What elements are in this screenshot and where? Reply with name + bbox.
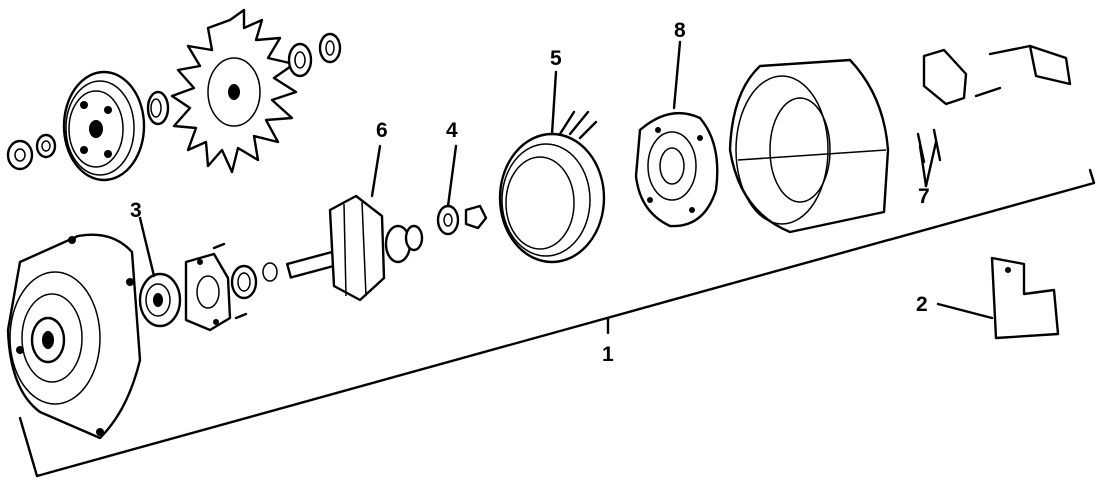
pulley-nut [6, 133, 57, 171]
callout-4: 4 [446, 119, 458, 142]
callout-5: 5 [550, 47, 562, 70]
rear-bearing [436, 204, 488, 236]
callout-8: 8 [674, 19, 686, 42]
leader-lines [138, 40, 994, 320]
rotor [286, 194, 424, 302]
heat-shield [990, 256, 1060, 340]
pulley [62, 70, 146, 182]
spacer [146, 90, 170, 126]
collar [230, 262, 278, 300]
front-bearing [138, 272, 182, 328]
rear-housing [728, 58, 890, 234]
regulator [922, 44, 1072, 106]
rectifier [634, 111, 719, 228]
callout-3: 3 [130, 199, 142, 222]
callout-2: 2 [916, 293, 928, 316]
bearing-retainer [184, 242, 248, 332]
callout-6: 6 [376, 119, 388, 142]
callout-7: 7 [918, 185, 930, 208]
drive-end-housing [6, 233, 142, 440]
stator [498, 110, 606, 264]
cooling-fan [170, 8, 298, 174]
assembly-bracket [18, 168, 1096, 478]
callout-1: 1 [602, 343, 614, 366]
fan-washers [287, 32, 342, 78]
